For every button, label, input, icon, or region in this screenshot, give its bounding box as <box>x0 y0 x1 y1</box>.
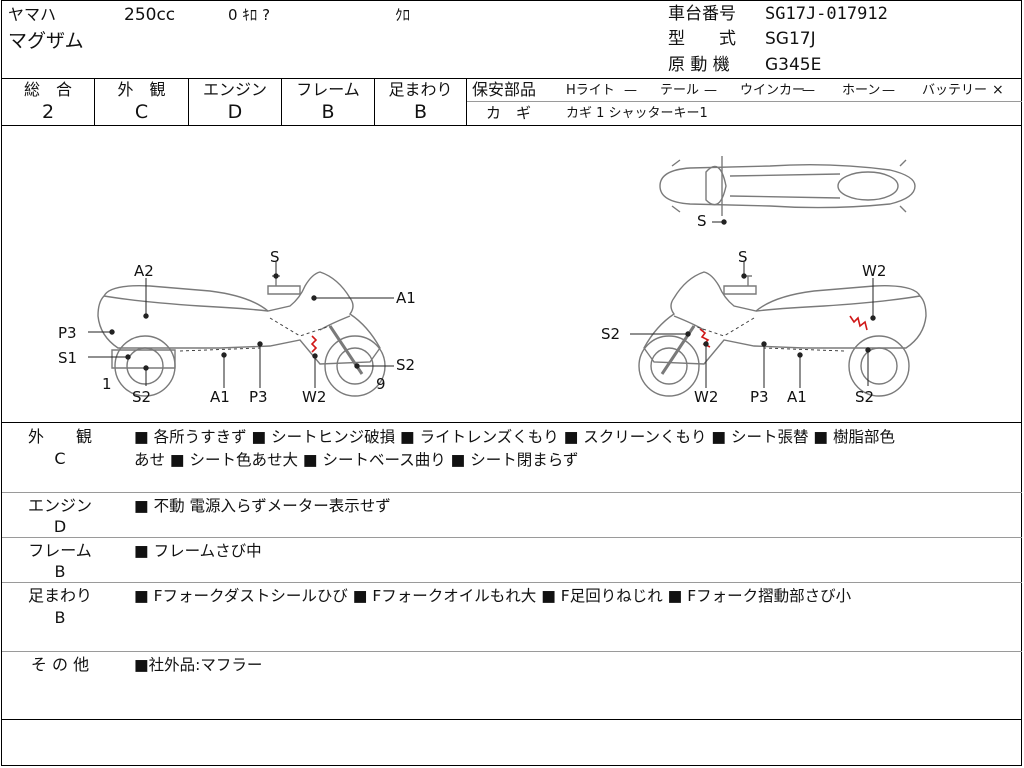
remark-grade-suspension: B <box>54 608 66 627</box>
remark-category-frame: フレーム <box>28 541 92 560</box>
remark-grade-exterior: C <box>54 449 66 468</box>
safety-mark-battery: × <box>992 82 1004 98</box>
left-body-dashes <box>179 317 331 352</box>
label-left-bottom-w2: W2 <box>302 388 326 406</box>
remark-category-suspension: 足まわり <box>27 586 92 605</box>
maker: ヤマハ <box>8 5 57 24</box>
label-left-num9: 9 <box>376 375 386 393</box>
safety-item-horn: ホーン <box>842 83 881 98</box>
rule <box>2 78 1022 79</box>
mileage: 0 ｷﾛ ? <box>228 6 271 24</box>
safety-label: 保安部品 <box>472 80 537 99</box>
remark-category-exterior: 外 観 <box>27 427 92 446</box>
top-view-scooter <box>659 156 916 216</box>
rule <box>281 78 282 126</box>
rule <box>467 101 1022 102</box>
rule <box>466 78 467 126</box>
remark-text-exterior-2: あせ ■ シート色あせ大 ■ シートベース曲り ■ シート閉まらず <box>134 451 579 469</box>
rule <box>2 125 1022 126</box>
type-label: 型 式 <box>668 29 736 49</box>
label-left-s1: S1 <box>58 349 77 367</box>
remark-text-exterior-1: ■ 各所うすきず ■ シートヒンジ破損 ■ ライトレンズくもり ■ スクリーンく… <box>134 428 895 446</box>
safety-mark-horn: — <box>882 83 895 98</box>
label-left-bottom-s2: S2 <box>132 388 151 406</box>
remark-grade-frame: B <box>54 562 66 581</box>
engine-value: G345E <box>765 55 822 75</box>
label-left-a1: A1 <box>396 289 416 307</box>
rule <box>2 582 1022 583</box>
rule <box>2 537 1022 538</box>
safety-mark-headlight: — <box>624 83 637 98</box>
rule <box>94 78 95 126</box>
rating-frame: B <box>321 101 335 123</box>
remark-category-engine: エンジン <box>27 496 92 515</box>
remark-category-other: そ の 他 <box>30 655 90 674</box>
frame-no: SG17J-017912 <box>765 4 888 24</box>
safety-mark-winker: — <box>802 83 815 98</box>
type-value: SG17J <box>765 29 816 49</box>
rating-label-suspension: 足まわり <box>388 80 453 99</box>
label-right-s: S <box>738 248 748 266</box>
frame-no-label: 車台番号 <box>668 4 736 24</box>
left-side-scooter <box>97 271 386 397</box>
left-leaders <box>88 262 394 388</box>
rating-label-engine: エンジン <box>202 80 267 99</box>
label-top-s: S <box>697 212 707 230</box>
remark-text-suspension: ■ Fフォークダストシールひび ■ Fフォークオイルもれ大 ■ F足回りねじれ … <box>134 587 852 605</box>
rating-exterior: C <box>134 101 149 123</box>
top-leaders <box>712 219 727 225</box>
right-side-scooter <box>638 271 927 397</box>
label-left-bottom-p3: P3 <box>249 388 268 406</box>
color: ｸﾛ <box>395 6 411 24</box>
rule <box>374 78 375 126</box>
label-right-w2: W2 <box>862 262 886 280</box>
keys-label: カ ギ <box>486 104 532 122</box>
rating-label-overall: 総 合 <box>23 80 72 99</box>
remark-text-frame: ■ フレームさび中 <box>134 542 262 560</box>
damage-diagram: S A2 A1 P3 S1 S2 1 9 S2 A1 P3 W2 <box>58 156 927 406</box>
safety-item-headlight: Hライト <box>566 83 615 98</box>
model-name: マグザム <box>8 30 84 52</box>
label-right-s2: S2 <box>601 325 620 343</box>
remark-text-other: ■社外品:マフラー <box>134 656 263 674</box>
remark-text-engine: ■ 不動 電源入らずメーター表示せず <box>134 497 391 515</box>
rule <box>2 651 1022 652</box>
left-damage-mark <box>310 335 318 353</box>
rating-label-frame: フレーム <box>296 80 360 99</box>
safety-item-tail: テール <box>660 83 700 98</box>
label-right-bottom-s2: S2 <box>855 388 874 406</box>
right-damage-mark-rear <box>849 315 868 331</box>
label-right-bottom-a1: A1 <box>787 388 807 406</box>
rating-overall: 2 <box>41 101 55 123</box>
safety-item-battery: バッテリー <box>922 83 988 98</box>
remark-grade-engine: D <box>53 517 67 536</box>
engine-label: 原 動 機 <box>668 55 730 75</box>
safety-item-winker: ウインカー <box>740 83 806 98</box>
label-left-s: S <box>270 248 280 266</box>
safety-mark-tail: — <box>704 83 717 98</box>
label-right-bottom-w2: W2 <box>694 388 718 406</box>
rating-engine: D <box>227 101 243 123</box>
rating-label-exterior: 外 観 <box>117 80 166 99</box>
rule <box>2 422 1022 423</box>
displacement: 250cc <box>124 5 176 25</box>
label-left-bottom-a1: A1 <box>210 388 230 406</box>
rule <box>188 78 189 126</box>
label-left-p3: P3 <box>58 324 77 342</box>
rule <box>2 719 1022 720</box>
right-leaders <box>630 262 876 388</box>
rating-suspension: B <box>413 101 428 123</box>
keys-value: カギ 1 シャッターキー1 <box>566 106 708 121</box>
label-right-bottom-p3: P3 <box>750 388 769 406</box>
rule <box>2 492 1022 493</box>
label-left-s2: S2 <box>396 356 415 374</box>
label-left-num1: 1 <box>102 375 112 393</box>
label-left-a2: A2 <box>134 262 154 280</box>
